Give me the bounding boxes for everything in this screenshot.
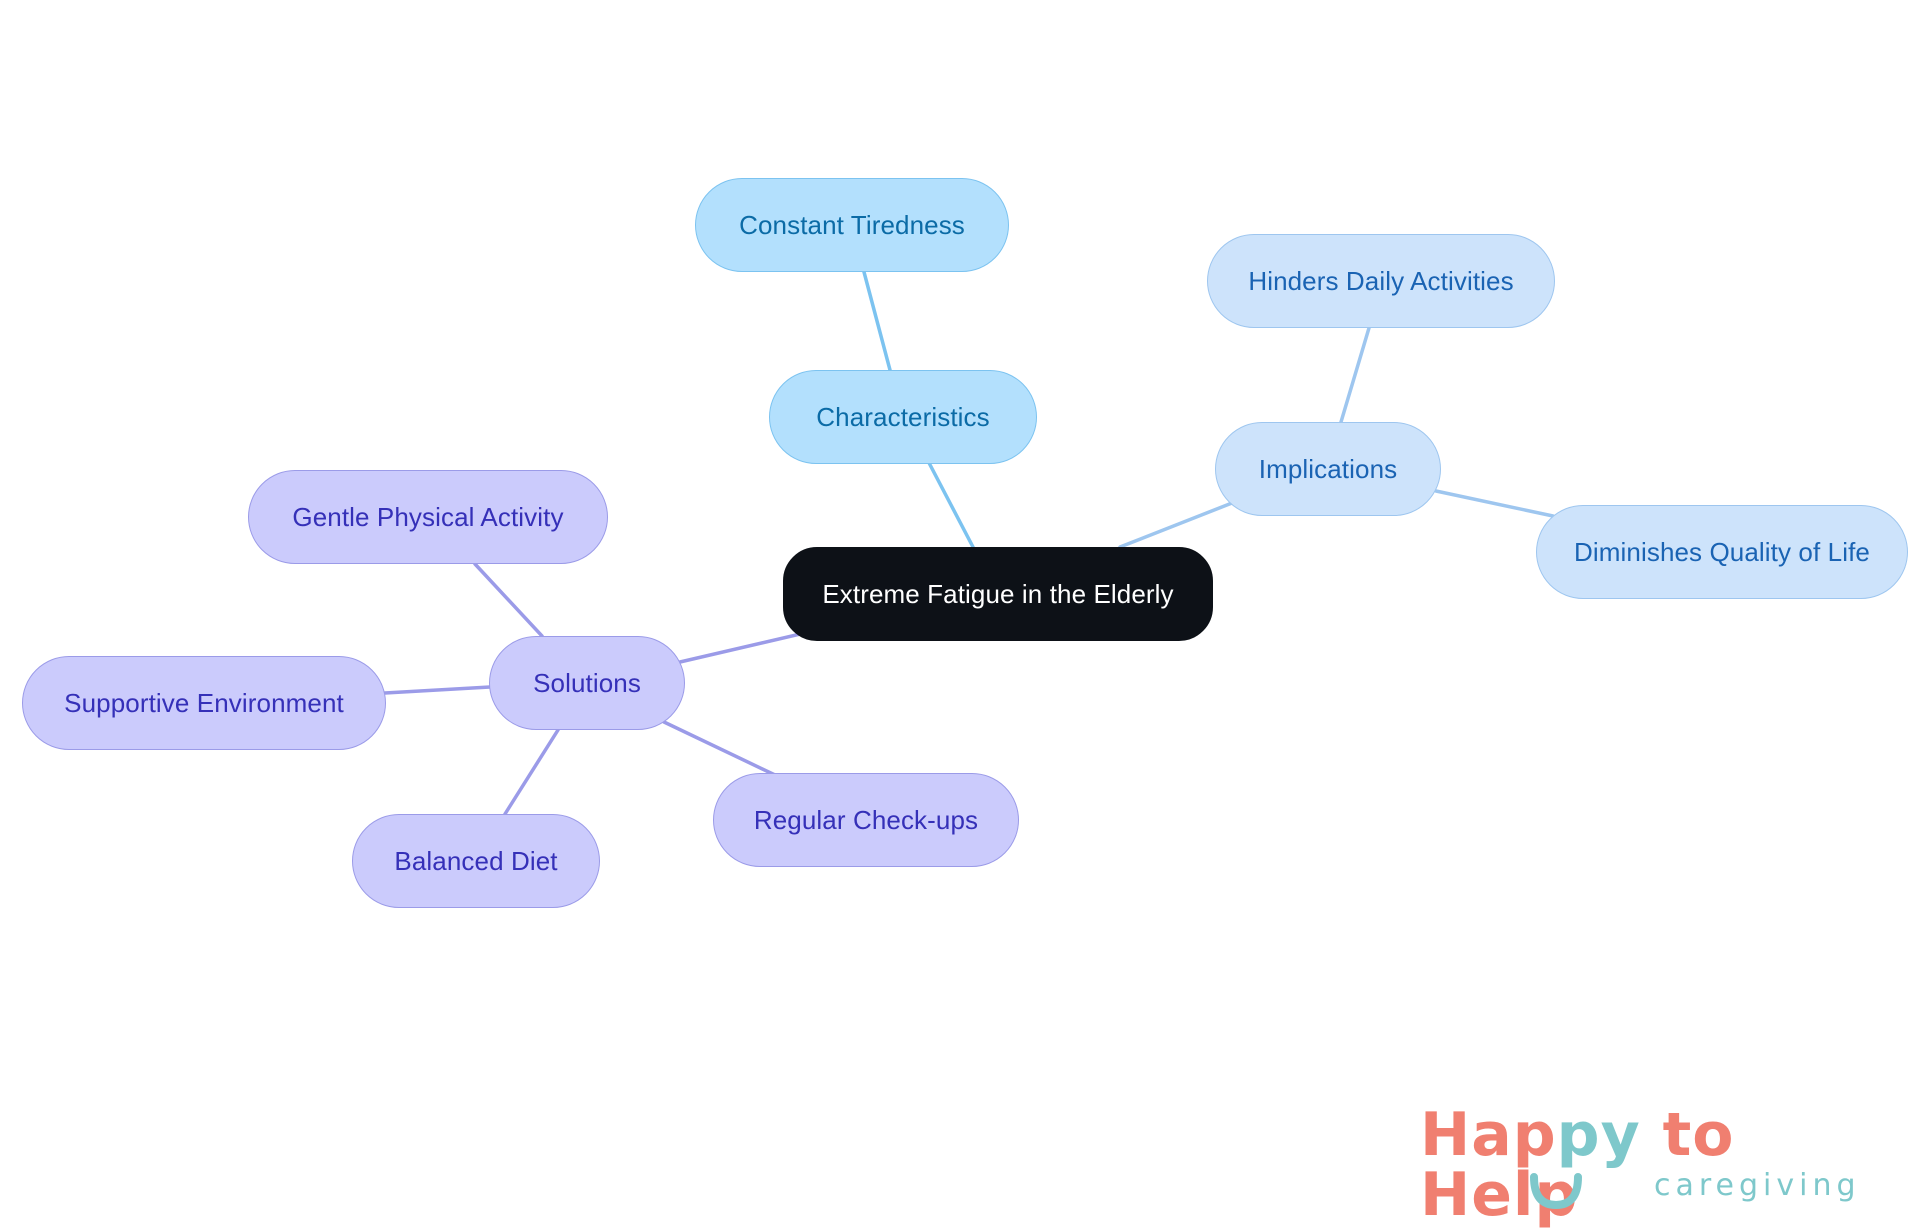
node-label: Supportive Environment [64,687,344,718]
node-balanced-diet: Balanced Diet [352,814,600,908]
node-label: Characteristics [816,401,990,432]
node-label: Constant Tiredness [739,209,965,240]
edge-characteristics-to-constant-tiredness [862,270,892,372]
node-label: Regular Check-ups [753,804,979,835]
logo-brand: Happy to Help [1420,1100,1735,1230]
node-constant-tiredness: Constant Tiredness [695,178,1009,272]
central-node: Extreme Fatigue in the Elderly [783,547,1213,641]
edge-solutions-to-supportive-environment [383,685,492,695]
edge-root-to-solutions [678,630,811,664]
node-supportive-environment: Supportive Environment [22,656,386,750]
node-regular-check-ups: Regular Check-ups [713,773,1019,867]
edge-solutions-to-gentle-physical-activity [473,562,544,638]
node-characteristics: Characteristics [769,370,1037,464]
node-label: Hinders Daily Activities [1248,265,1514,296]
node-label: Extreme Fatigue in the Elderly [822,578,1174,609]
node-label: Solutions [533,667,641,698]
edge-implications-to-hinders-daily-activities [1339,326,1371,424]
logo-tagline: caregiving [1654,1168,1861,1203]
edge-root-to-implications [1118,501,1234,549]
node-label: Gentle Physical Activity [292,501,564,532]
node-label: Diminishes Quality of Life [1574,536,1870,567]
edge-solutions-to-balanced-diet [503,728,560,816]
edge-root-to-characteristics [925,457,975,549]
happy-to-help-logo: Happy to Help caregiving [1420,1105,1890,1225]
node-hinders-daily-activities: Hinders Daily Activities [1207,234,1555,328]
node-solutions: Solutions [489,636,685,730]
node-gentle-physical-activity: Gentle Physical Activity [248,470,608,564]
edge-implications-to-diminishes-quality-of-life [1434,489,1555,518]
node-implications: Implications [1215,422,1441,516]
node-label: Implications [1258,453,1398,484]
smile-icon [1530,1173,1582,1210]
edge-solutions-to-regular-check-ups [662,720,777,777]
node-diminishes-quality-of-life: Diminishes Quality of Life [1536,505,1908,599]
node-label: Balanced Diet [394,845,558,876]
